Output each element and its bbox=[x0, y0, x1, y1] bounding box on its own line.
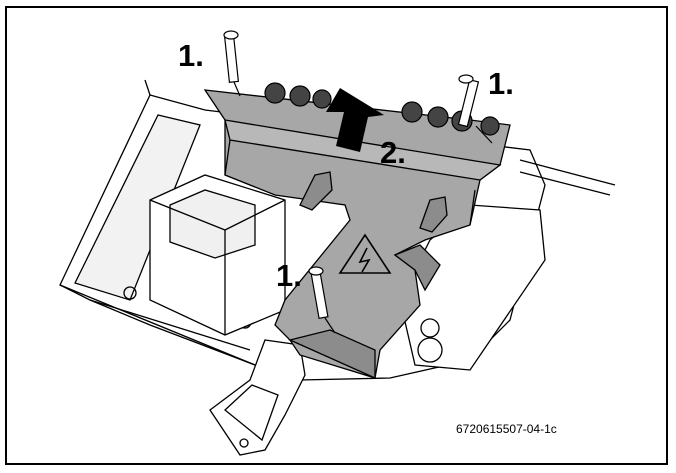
screw-icon bbox=[457, 74, 493, 144]
transformer bbox=[149, 174, 286, 336]
screw-icon bbox=[308, 266, 336, 334]
step-1-callout-top-left: 1. bbox=[178, 38, 204, 73]
step-2-callout: 2. bbox=[380, 135, 406, 170]
high-voltage-warning-icon bbox=[338, 233, 392, 274]
figure-code: 6720615507-04-1c bbox=[456, 422, 557, 436]
lift-up-arrow-icon bbox=[326, 88, 384, 152]
screw-icon bbox=[223, 30, 241, 97]
cable-glands bbox=[264, 82, 500, 136]
electronics-cover bbox=[203, 89, 511, 380]
step-1-callout-top-right: 1. bbox=[488, 66, 514, 101]
step-1-callout-center: 1. bbox=[276, 258, 302, 293]
